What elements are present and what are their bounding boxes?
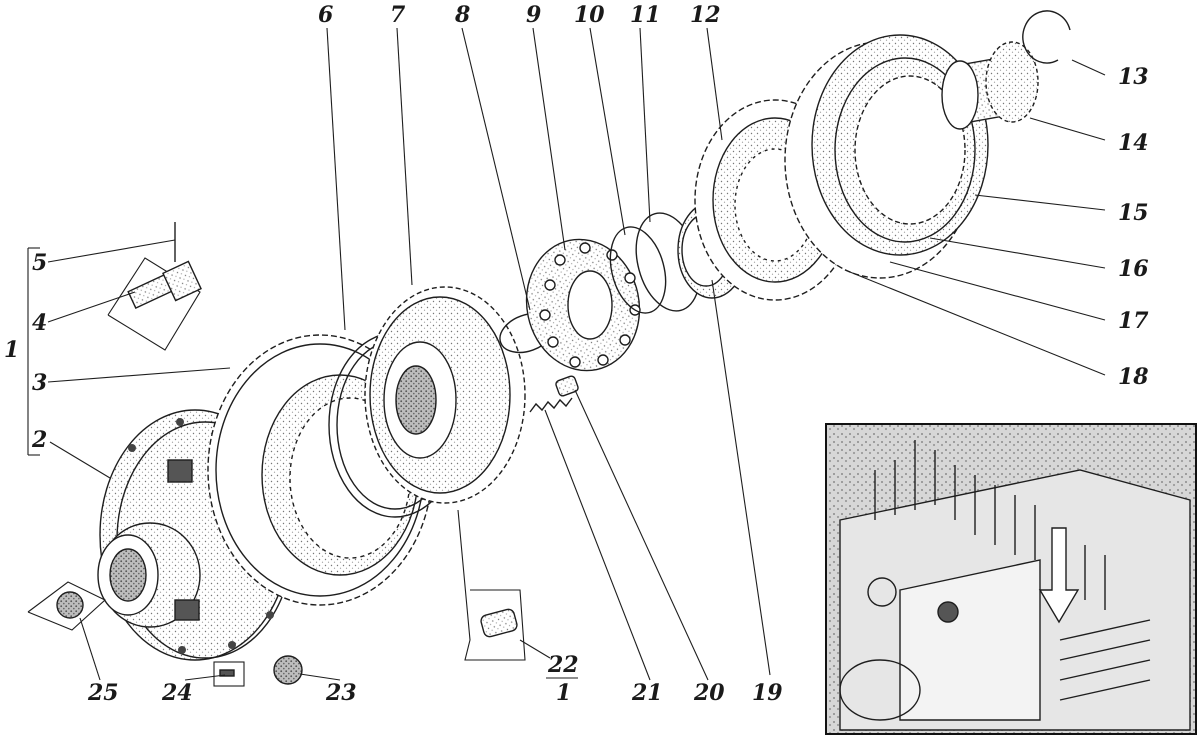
callout-13: 13 xyxy=(1118,64,1149,90)
callout-20: 20 xyxy=(693,680,725,706)
callout-18: 18 xyxy=(1118,364,1149,390)
thin-ring-a xyxy=(609,226,667,314)
pin xyxy=(555,375,579,397)
callout-5: 5 xyxy=(32,250,47,276)
callout-24: 24 xyxy=(161,680,193,706)
callout-11: 11 xyxy=(630,2,661,28)
callout-19: 19 xyxy=(752,680,783,706)
callout-10: 10 xyxy=(574,2,605,28)
output-shaft xyxy=(941,41,1039,130)
piston-gear xyxy=(364,286,526,504)
callout-22: 22 xyxy=(547,652,579,678)
snap-ring xyxy=(1022,10,1071,64)
spring xyxy=(529,397,573,413)
callout-6: 6 xyxy=(318,2,333,28)
callout-17: 17 xyxy=(1118,308,1149,334)
callout-25: 25 xyxy=(87,680,119,706)
callout-1-fraction: 1 xyxy=(556,680,571,706)
callout-8: 8 xyxy=(454,2,470,28)
callout-23: 23 xyxy=(325,680,357,706)
callout-15: 15 xyxy=(1118,200,1149,226)
plug-detail xyxy=(27,581,106,631)
callout-3: 3 xyxy=(32,370,47,396)
callout-14: 14 xyxy=(1118,130,1149,156)
perforated-disc xyxy=(525,238,641,372)
callout-1: 1 xyxy=(4,337,19,363)
bolt-detail xyxy=(107,222,202,351)
callout-labels: 1 2 3 4 5 6 7 8 9 10 11 12 13 14 15 16 1… xyxy=(4,2,1149,706)
sleeve-detail xyxy=(457,509,526,661)
callout-16: 16 xyxy=(1118,256,1149,282)
leader-lines xyxy=(27,27,1106,681)
callout-7: 7 xyxy=(390,2,406,28)
inset-arrow-icon xyxy=(1038,527,1080,624)
callout-2: 2 xyxy=(31,427,47,453)
callout-12: 12 xyxy=(690,2,721,28)
inset-studs xyxy=(874,440,1106,610)
callout-21: 21 xyxy=(631,680,663,706)
nut-detail xyxy=(273,655,303,685)
callout-9: 9 xyxy=(526,2,541,28)
callout-4: 4 xyxy=(32,310,47,336)
small-pin-detail xyxy=(213,661,245,687)
inset-photo xyxy=(825,423,1197,735)
